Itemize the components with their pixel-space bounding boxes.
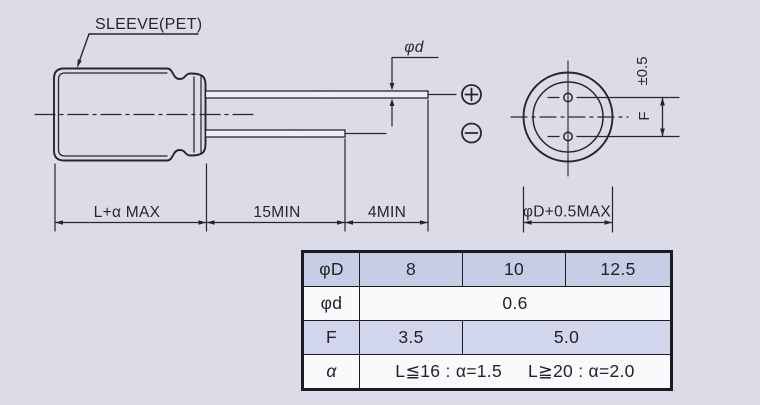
row-label-alpha: α [302, 354, 360, 390]
lead-min-length-label: 15MIN [253, 204, 300, 221]
sleeve-inner-line [57, 72, 168, 157]
lead-spacing-label: F [636, 111, 653, 120]
table-row-lead-diameter: φd 0.6 [302, 286, 672, 321]
capacitor-body [34, 67, 254, 162]
lead-diameter-label: φd [404, 39, 424, 56]
case-diameter-label: φD+0.5MAX [523, 204, 611, 221]
alpha-rule-short: L≦16 : α=1.5 [395, 361, 502, 381]
capacitor-end-view [510, 60, 629, 177]
case-diameter-value: 8 [359, 251, 463, 287]
table-row-case-diameter: φD 8 10 12.5 [302, 251, 672, 287]
lead-diameter-dimension [389, 56, 439, 127]
sleeve-leader [77, 33, 199, 68]
lead-wire-positive [204, 90, 429, 99]
alpha-rule-cell: L≦16 : α=1.5 L≧20 : α=2.0 [359, 354, 672, 390]
lead-wire-negative [204, 129, 346, 138]
positive-terminal-icon [461, 84, 482, 105]
sleeve-label: SLEEVE(PET) [95, 16, 202, 33]
lead-break-marks [283, 92, 331, 136]
lead-spacing-dimension [576, 96, 680, 138]
lead-spacing-value: 5.0 [462, 320, 672, 355]
extension-lines [54, 99, 429, 232]
case-diameter-value: 12.5 [565, 251, 672, 287]
row-label-lead-spacing: F [302, 320, 360, 355]
alpha-rule-long: L≧20 : α=2.0 [528, 361, 635, 381]
leader-arrowhead [77, 59, 82, 68]
lead-spacing-tolerance-label: ±0.5 [634, 56, 651, 85]
dimension-table: φD 8 10 12.5 φd 0.6 F 3.5 5.0 α L≦16 : α… [301, 250, 673, 391]
row-label-lead-diameter: φd [302, 286, 360, 321]
lead-spacing-value: 3.5 [359, 320, 463, 355]
lead-wires [204, 90, 457, 138]
row-label-case-diameter: φD [302, 251, 360, 287]
lead-tip-min-label: 4MIN [368, 204, 406, 221]
table-row-lead-spacing: F 3.5 5.0 [302, 320, 672, 355]
body-length-label: L+α MAX [94, 204, 161, 221]
negative-terminal-icon [461, 122, 482, 144]
bottom-dimension-chain [54, 99, 429, 232]
lead-diameter-value: 0.6 [359, 286, 672, 321]
case-diameter-value: 10 [462, 251, 566, 287]
case-diameter-dimension [522, 186, 614, 233]
hole-center-dashes [547, 96, 560, 138]
table-row-alpha: α L≦16 : α=1.5 L≧20 : α=2.0 [302, 354, 672, 390]
dimension-arrowheads [55, 220, 428, 225]
